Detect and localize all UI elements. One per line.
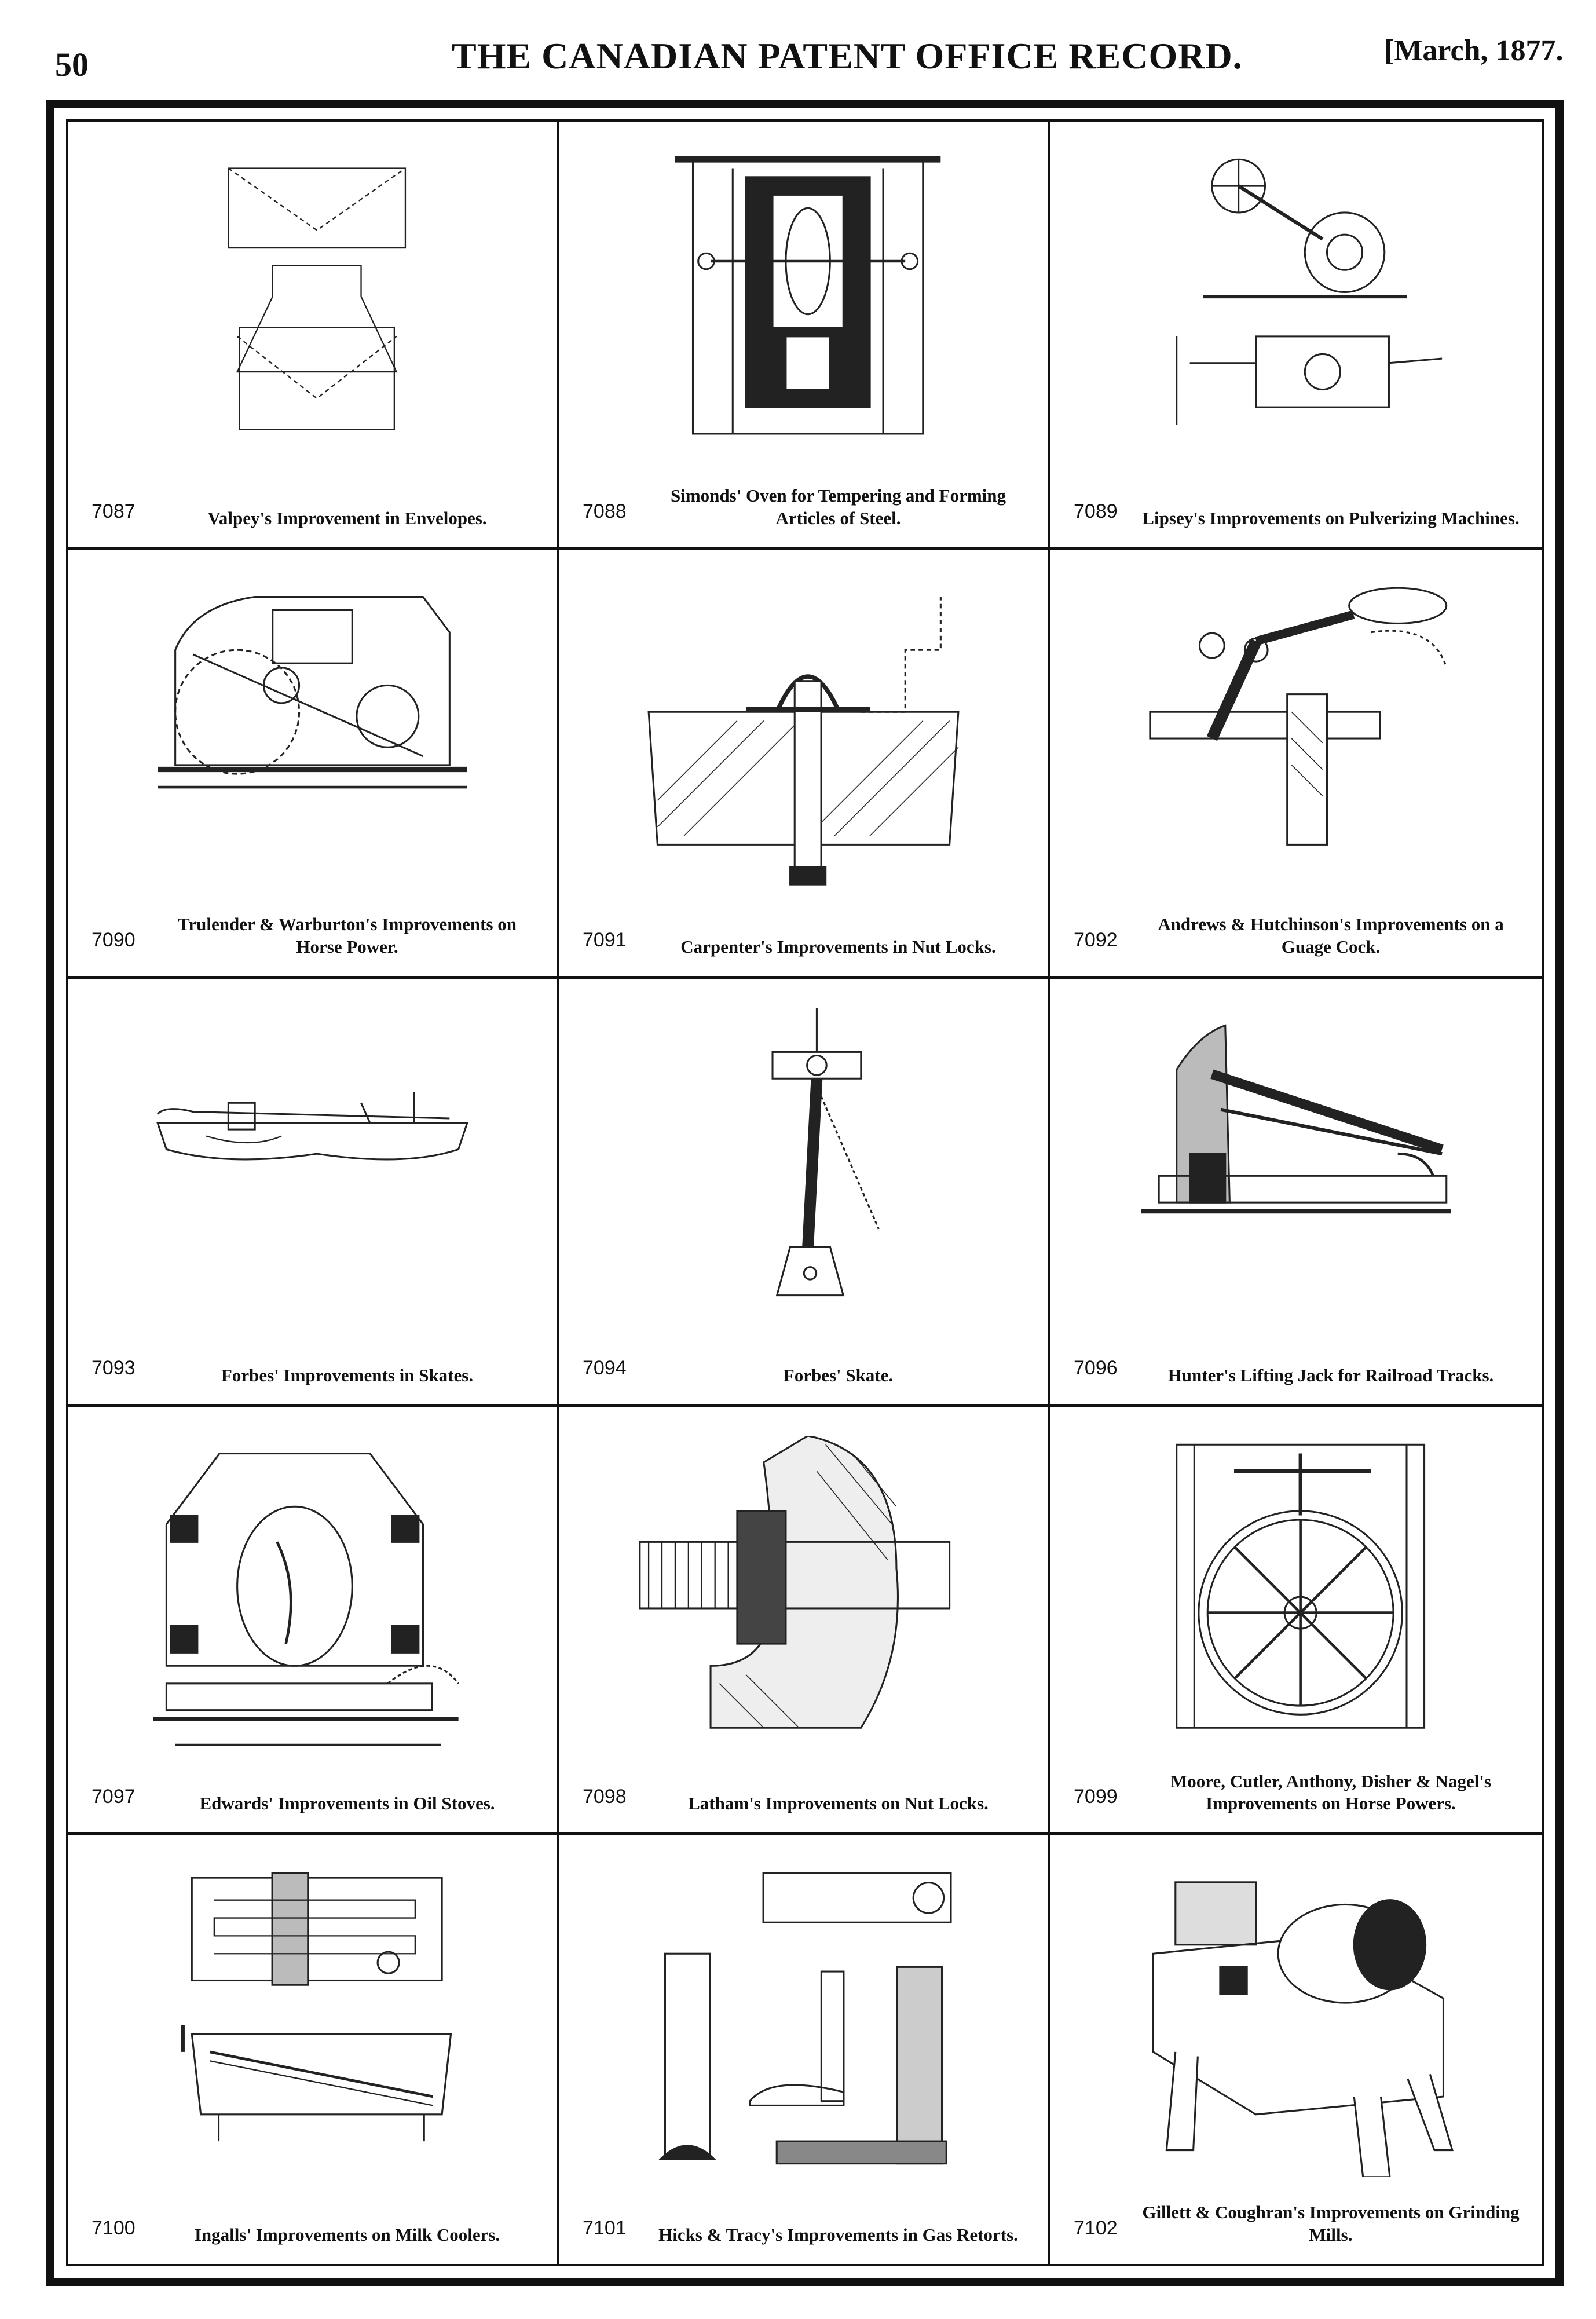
page-number: 50 [55, 46, 89, 83]
patent-caption: Hunter's Lifting Jack for Railroad Track… [1167, 1365, 1494, 1385]
horse-power-illustration [103, 579, 522, 889]
patent-caption: Forbes' Skate. [783, 1365, 894, 1385]
patent-cell: 7093 Forbes' Improvements in Skates. [68, 978, 559, 1407]
lifting-jack-illustration [1085, 1008, 1507, 1318]
patent-number: 7098 [583, 1786, 627, 1808]
patent-caption: Simonds' Oven for Tempering and Forming … [670, 485, 1006, 529]
skate-illustration [103, 1008, 522, 1318]
patent-cell: 7087 Valpey's Improvement in Envelopes. [68, 122, 559, 550]
envelope-illustration [103, 151, 522, 460]
patent-cell: 7101 Hicks & Tracy's Improvements in Gas … [559, 1835, 1050, 2264]
skate-clamp-illustration [594, 1007, 1013, 1318]
patent-caption: Lipsey's Improvements on Pulverizing Mac… [1142, 508, 1520, 529]
patent-number: 7089 [1074, 500, 1118, 522]
patent-cell: 7100 Ingalls' Improvements on Milk Cooler… [68, 1835, 559, 2264]
patent-caption: Trulender & Warburton's Improvements on … [177, 914, 517, 957]
patent-cell: 7090 Trulender & Warburton's Improvements… [68, 550, 559, 979]
patent-number: 7101 [583, 2216, 627, 2239]
patent-caption: Andrews & Hutchinson's Improvements on a… [1158, 914, 1504, 957]
patent-cell: 7094 Forbes' Skate. [559, 978, 1050, 1407]
gauge-cock-illustration [1085, 579, 1507, 889]
patent-caption: Hicks & Tracy's Improvements in Gas Reto… [658, 2225, 1018, 2245]
wheel-illustration [1085, 1436, 1507, 1746]
nut-lock-illustration [594, 579, 1013, 889]
patent-number: 7099 [1074, 1786, 1118, 1808]
patent-number: 7102 [1074, 2216, 1118, 2239]
patent-caption: Moore, Cutler, Anthony, Disher & Nagel's… [1170, 1771, 1491, 1814]
patent-caption: Latham's Improvements on Nut Locks. [688, 1793, 989, 1814]
patent-number: 7087 [91, 500, 136, 522]
patent-caption: Valpey's Improvement in Envelopes. [207, 508, 487, 529]
oil-stove-illustration [103, 1436, 522, 1746]
patent-number: 7092 [1074, 928, 1118, 951]
patent-cell: 7097 Edwards' Improvements in Oil Stoves. [68, 1407, 559, 1836]
milk-cooler-illustration [103, 1864, 522, 2177]
patent-caption: Ingalls' Improvements on Milk Coolers. [194, 2225, 500, 2245]
running-title: THE CANADIAN PATENT OFFICE RECORD. [452, 35, 1243, 76]
patent-caption: Carpenter's Improvements in Nut Locks. [680, 936, 996, 957]
patent-number: 7088 [583, 500, 627, 522]
patent-cell: 7091 Carpenter's Improvements in Nut Lock… [559, 550, 1050, 979]
patent-cell: 7092 Andrews & Hutchinson's Improvements … [1050, 550, 1542, 979]
patent-cell: 7089 Lipsey's Improvements on Pulverizing… [1050, 122, 1542, 550]
grinding-mill-illustration [1085, 1864, 1507, 2177]
patent-number: 7097 [91, 1786, 136, 1808]
patent-caption: Forbes' Improvements in Skates. [221, 1365, 474, 1385]
patent-number: 7096 [1074, 1357, 1118, 1380]
patent-caption: Edwards' Improvements in Oil Stoves. [199, 1793, 495, 1814]
patent-number: 7090 [91, 928, 136, 951]
patent-cell: 7102 Gillett & Coughran's Improvements on… [1050, 1835, 1542, 2264]
patent-caption: Gillett & Coughran's Improvements on Gri… [1142, 2202, 1520, 2245]
issue-date: [March, 1877. [1384, 34, 1564, 67]
pulverizer-illustration [1085, 151, 1507, 460]
patent-number: 7094 [583, 1357, 627, 1380]
patent-number: 7091 [583, 928, 627, 951]
patent-cell: 7098 Latham's Improvements on Nut Locks. [559, 1407, 1050, 1836]
patent-number: 7093 [91, 1357, 136, 1380]
patent-cell: 7099 Moore, Cutler, Anthony, Disher & Nag… [1050, 1407, 1542, 1836]
retorts-illustration [594, 1864, 1013, 2177]
patent-cell: 7096 Hunter's Lifting Jack for Railroad T… [1050, 979, 1542, 1407]
patent-cell: 7088 Simonds' Oven for Tempering and Form… [559, 122, 1050, 550]
patent-number: 7100 [91, 2216, 136, 2239]
bolt-section-illustration [594, 1436, 1013, 1746]
oven-illustration [594, 151, 1013, 460]
